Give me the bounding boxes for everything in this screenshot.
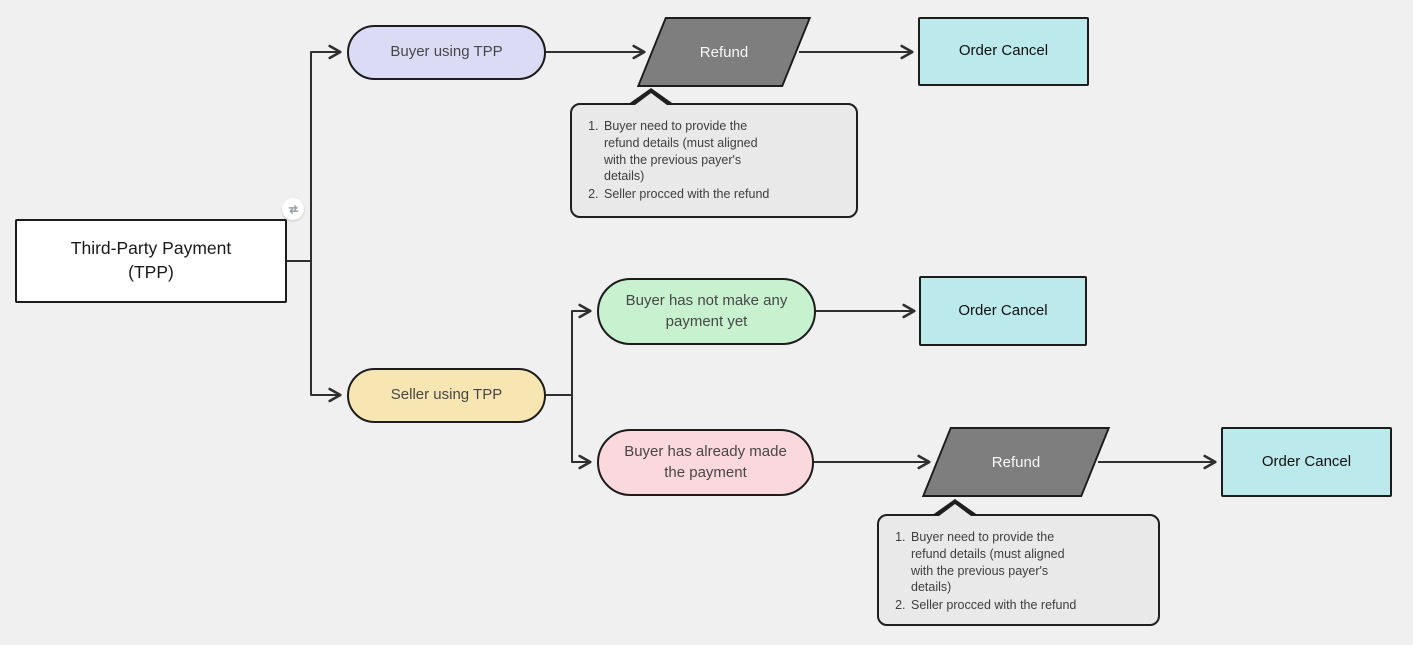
note-tail-fill: [631, 93, 671, 108]
note-list: Buyer need to provide the refund details…: [879, 516, 1158, 625]
node-buyer-using-tpp[interactable]: Buyer using TPP: [347, 25, 546, 80]
node-buyer-no-payment-yet[interactable]: Buyer has not make any payment yet: [597, 278, 816, 345]
note-refund-steps-top[interactable]: Buyer need to provide the refund details…: [570, 88, 858, 218]
edge-seller-to-no-payment[interactable]: [571, 303, 592, 395]
note-tail-fill: [935, 504, 975, 519]
node-refund-bottom[interactable]: Refund: [921, 427, 1111, 497]
node-label: Order Cancel: [958, 42, 1049, 60]
note-item: Seller procced with the refund: [909, 597, 1144, 614]
node-order-cancel-bottom[interactable]: Order Cancel: [1221, 427, 1392, 497]
node-label: Seller using TPP: [390, 386, 503, 404]
node-third-party-payment[interactable]: Third-Party Payment (TPP): [15, 219, 287, 303]
note-list: Buyer need to provide the refund details…: [572, 105, 856, 214]
node-label: Order Cancel: [1261, 452, 1352, 470]
edge-root-to-seller-tpp[interactable]: [310, 261, 342, 403]
node-label: Buyer has not make any payment yet: [625, 292, 788, 330]
node-refund-top[interactable]: Refund: [636, 17, 812, 87]
edge-seller-to-already-paid[interactable]: [571, 395, 592, 470]
node-order-cancel-top[interactable]: Order Cancel: [918, 17, 1089, 86]
node-label: Buyer using TPP: [390, 43, 503, 61]
node-buyer-already-paid[interactable]: Buyer has already made the payment: [597, 429, 814, 496]
node-label: Refund: [991, 453, 1041, 471]
swap-icon-glyph: [288, 204, 298, 214]
note-item: Buyer need to provide the refund details…: [602, 118, 842, 185]
node-seller-using-tpp[interactable]: Seller using TPP: [347, 368, 546, 423]
note-item: Seller procced with the refund: [602, 186, 842, 203]
swap-icon[interactable]: [282, 198, 304, 220]
node-label: Third-Party Payment (TPP): [70, 238, 232, 282]
node-order-cancel-mid[interactable]: Order Cancel: [919, 276, 1087, 346]
note-item: Buyer need to provide the refund details…: [909, 529, 1144, 596]
note-refund-steps-bottom[interactable]: Buyer need to provide the refund details…: [877, 499, 1160, 626]
node-label: Buyer has already made the payment: [624, 443, 787, 481]
edge-root-to-buyer-tpp[interactable]: [310, 44, 342, 261]
node-label: Refund: [699, 43, 749, 61]
node-label: Order Cancel: [958, 301, 1048, 319]
